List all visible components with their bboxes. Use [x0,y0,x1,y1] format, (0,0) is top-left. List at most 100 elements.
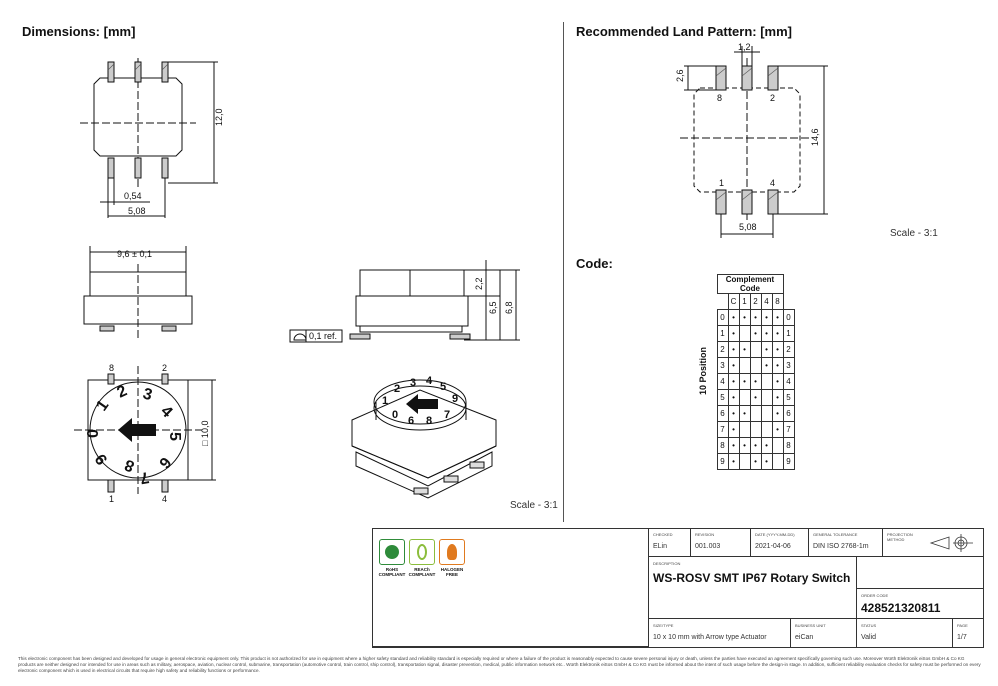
position-cell: 9 [716,453,729,470]
code-cell: • [771,325,784,342]
dim-2-2: 2,2 [474,277,484,290]
halogen-logo-icon [439,539,465,565]
position-cell-right: 4 [782,373,795,390]
position-cell-right: 7 [782,421,795,438]
position-cell: 4 [716,373,729,390]
code-cell: • [738,309,751,326]
pin-label-8: 8 [109,363,114,373]
checked-value: ELin [653,543,668,550]
legal-disclaimer: This electronic component has been desig… [18,656,981,673]
iso-digit: 5 [440,381,446,393]
code-cell [760,373,773,390]
position-cell-right: 0 [782,309,795,326]
lp-pin-4: 4 [770,178,775,188]
code-cell: • [738,437,751,454]
halogen-caption: HALOGEN FREE [440,567,464,577]
table-row: 0•••••0 [706,309,795,326]
code-cell: • [738,341,751,358]
reach-logo-icon [409,539,435,565]
dial-digit: 1 [93,397,112,414]
sizetype-value: 10 x 10 mm with Arrow type Actuator [653,634,767,641]
code-cell: • [760,309,773,326]
code-cell [760,405,773,422]
table-row: 6•••6 [706,405,795,422]
iso-digit: 3 [410,377,416,389]
table-row: 7••7 [706,421,795,438]
position-cell: 3 [716,357,729,374]
code-cell: • [749,309,762,326]
status-value: Valid [861,634,877,641]
table-row: 2••••2 [706,341,795,358]
table-row: 5•••5 [706,389,795,406]
code-header: Complement Code [716,274,784,294]
code-cell: • [749,373,762,390]
code-cell: • [727,453,740,470]
code-cell: • [771,309,784,326]
code-cell: • [749,325,762,342]
position-cell: 6 [716,405,729,422]
code-cell [760,421,773,438]
position-cell-right: 2 [782,341,795,358]
code-cell: • [760,325,773,342]
actuator-arrow [118,418,156,442]
code-cell: • [727,341,740,358]
iso-digit: 1 [382,395,388,407]
position-cell: 0 [716,309,729,326]
pin-label-2: 2 [162,363,167,373]
code-cell: • [771,373,784,390]
business-value: eiCan [795,634,814,641]
dial-digit: 0 [85,429,102,438]
pin-label-1: 1 [109,494,114,504]
code-cell: • [749,389,762,406]
dial-digit: 9 [92,450,111,467]
order-code: 428521320811 [861,601,941,615]
table-row: 9•••9 [706,453,795,470]
col-header: C [727,293,740,310]
code-title: Code: [576,256,613,271]
lp-dim-14-6: 14,6 [810,128,820,146]
col-header: 1 [738,293,751,310]
title-block: CHECKED ELin REVISION 001.003 DATE (YYYY… [372,528,984,648]
iso-digit: 7 [444,409,450,421]
position-cell: 7 [716,421,729,438]
position-cell-right: 6 [782,405,795,422]
code-cell [738,389,751,406]
code-cell: • [771,389,784,406]
code-cell: • [760,453,773,470]
table-row: 1••••1 [706,325,795,342]
lp-dim-2-6: 2,6 [675,69,685,82]
dim-pitch: 5,08 [128,206,146,216]
code-cell: • [771,341,784,358]
lp-dim-5-08: 5,08 [739,222,757,232]
code-cell: • [771,421,784,438]
code-cell [771,453,784,470]
code-cell [749,357,762,374]
code-cell: • [727,325,740,342]
code-cell [749,405,762,422]
rohs-logo-icon [379,539,405,565]
position-cell-right: 8 [782,437,795,454]
lp-pin-8: 8 [717,93,722,103]
position-cell-right: 3 [782,357,795,374]
dim-ref: 0,1 ref. [309,331,337,341]
dim-6-5: 6,5 [488,301,498,314]
code-cell [749,421,762,438]
description-value: WS-ROSV SMT IP67 Rotary Switch [653,571,851,585]
dim-pad-width: 0,54 [124,191,142,201]
dial-digit: 7 [138,468,150,486]
code-cell [738,421,751,438]
top-view-body [93,77,183,157]
code-cell: • [771,357,784,374]
code-cell: • [738,405,751,422]
code-cell: • [727,389,740,406]
table-row: 3•••3 [706,357,795,374]
lp-pin-2: 2 [770,93,775,103]
code-cell: • [738,373,751,390]
position-cell: 5 [716,389,729,406]
position-cell-right: 1 [782,325,795,342]
date-value: 2021-04-06 [755,543,791,550]
table-row: 4••••4 [706,373,795,390]
code-cell [738,357,751,374]
dial-digit: 6 [155,453,174,471]
